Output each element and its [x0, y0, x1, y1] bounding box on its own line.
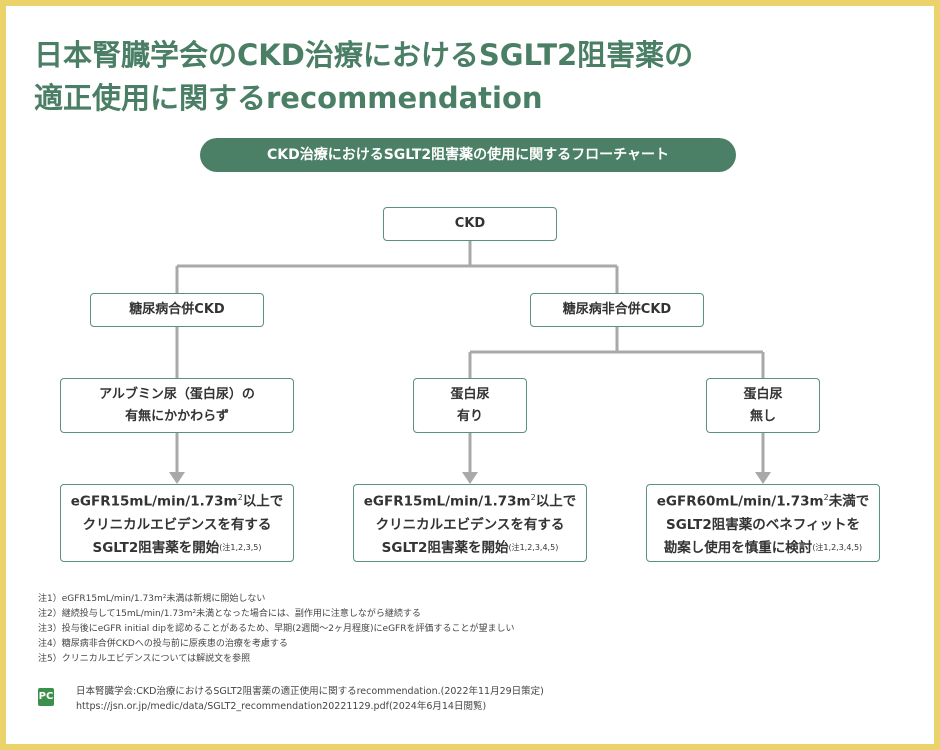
footnote-1: 注1）eGFR15mL/min/1.73m²未満は新規に開始しない [38, 594, 266, 604]
result-right-egfr: eGFR60mL/min/1.73m [656, 493, 824, 510]
node-diabetic-ckd-label: 糖尿病合併CKD [129, 302, 225, 317]
node-proteinuria-no: 蛋白尿 無し [706, 378, 820, 433]
node-ckd: CKD [383, 207, 557, 241]
result-right-line-2: SGLT2阻害薬のベネフィットを [665, 516, 860, 533]
result-middle-line-1: eGFR15mL/min/1.73m2以上で [364, 486, 576, 514]
node-albuminuria-line-2: 有無にかかわらず [125, 408, 229, 424]
result-left-note-ref: (注1,2,3,5) [219, 542, 262, 552]
node-diabetic-ckd: 糖尿病合併CKD [90, 293, 264, 327]
footnote-2: 注2）継続投与して15mL/min/1.73m²未満となった場合には、副作用に注… [38, 609, 421, 619]
result-left-egfr: eGFR15mL/min/1.73m [70, 493, 238, 510]
result-right-threshold: 未満で [828, 493, 870, 510]
result-left-threshold: 以上で [242, 493, 284, 510]
source-logo-icon: PC [38, 688, 54, 706]
node-albuminuria-line-1: アルブミン尿（蛋白尿）の [99, 386, 255, 402]
arrowhead-right [755, 472, 771, 484]
result-left-sup: 2 [237, 493, 243, 503]
result-left-line-2: クリニカルエビデンスを有する [82, 516, 272, 533]
source-url: https://jsn.or.jp/medic/data/SGLT2_recom… [76, 701, 487, 712]
result-right-note-ref: (注1,2,3,4,5) [812, 542, 863, 552]
result-left-line-1: eGFR15mL/min/1.73m2以上で [71, 486, 283, 514]
footnotes: 注1）eGFR15mL/min/1.73m²未満は新規に開始しない 注2）継続投… [38, 592, 514, 667]
result-right-line-3: 勘案し使用を慎重に検討(注1,2,3,4,5) [664, 537, 862, 560]
node-nondiabetic-ckd: 糖尿病非合併CKD [530, 293, 704, 327]
page-title: 日本腎臓学会のCKD治療におけるSGLT2阻害薬の 適正使用に関するrecomm… [34, 34, 693, 120]
result-middle-line-2: クリニカルエビデンスを有する [375, 516, 565, 533]
result-box-right: eGFR60mL/min/1.73m2未満で SGLT2阻害薬のベネフィットを … [646, 484, 880, 562]
result-middle-egfr: eGFR15mL/min/1.73m [363, 493, 531, 510]
result-middle-line-3: SGLT2阻害薬を開始(注1,2,3,4,5) [382, 537, 559, 560]
result-right-line-1: eGFR60mL/min/1.73m2未満で [657, 486, 869, 514]
source-citation: 日本腎臓学会:CKD治療におけるSGLT2阻害薬の適正使用に関するrecomme… [76, 684, 544, 714]
result-middle-action: SGLT2阻害薬を開始 [381, 539, 509, 556]
footnote-5: 注5）クリニカルエビデンスについては解説文を参照 [38, 654, 251, 664]
footnote-3: 注3）投与後にeGFR initial dipを認めることがあるため、早期(2週… [38, 624, 515, 634]
result-left-line-3: SGLT2阻害薬を開始(注1,2,3,5) [92, 537, 261, 560]
node-proteinuria-yes: 蛋白尿 有り [413, 378, 527, 433]
arrowhead-left [169, 472, 185, 484]
source-line-1: 日本腎臓学会:CKD治療におけるSGLT2阻害薬の適正使用に関するrecomme… [76, 686, 544, 697]
footnote-4: 注4）糖尿病非合併CKDへの投与前に原疾患の治療を考慮する [38, 639, 288, 649]
result-box-left: eGFR15mL/min/1.73m2以上で クリニカルエビデンスを有する SG… [60, 484, 294, 562]
result-middle-note-ref: (注1,2,3,4,5) [508, 542, 559, 552]
node-albuminuria-any: アルブミン尿（蛋白尿）の 有無にかかわらず [60, 378, 294, 433]
node-proteinuria-no-line-1: 蛋白尿 [743, 386, 783, 402]
node-proteinuria-no-line-2: 無し [749, 408, 776, 424]
node-nondiabetic-ckd-label: 糖尿病非合併CKD [562, 302, 672, 317]
result-middle-sup: 2 [530, 493, 536, 503]
arrowhead-middle [462, 472, 478, 484]
title-line-2: 適正使用に関するrecommendation [34, 81, 543, 115]
title-line-1: 日本腎臓学会のCKD治療におけるSGLT2阻害薬の [34, 38, 694, 72]
node-proteinuria-yes-line-1: 蛋白尿 [450, 386, 490, 402]
flowchart-header: CKD治療におけるSGLT2阻害薬の使用に関するフローチャート [200, 138, 736, 172]
node-proteinuria-yes-line-2: 有り [456, 408, 483, 424]
result-middle-threshold: 以上で [535, 493, 577, 510]
result-right-sup: 2 [823, 493, 829, 503]
result-left-action: SGLT2阻害薬を開始 [92, 539, 220, 556]
result-right-action: 勘案し使用を慎重に検討 [663, 539, 813, 556]
node-ckd-label: CKD [454, 216, 486, 231]
result-box-middle: eGFR15mL/min/1.73m2以上で クリニカルエビデンスを有する SG… [353, 484, 587, 562]
